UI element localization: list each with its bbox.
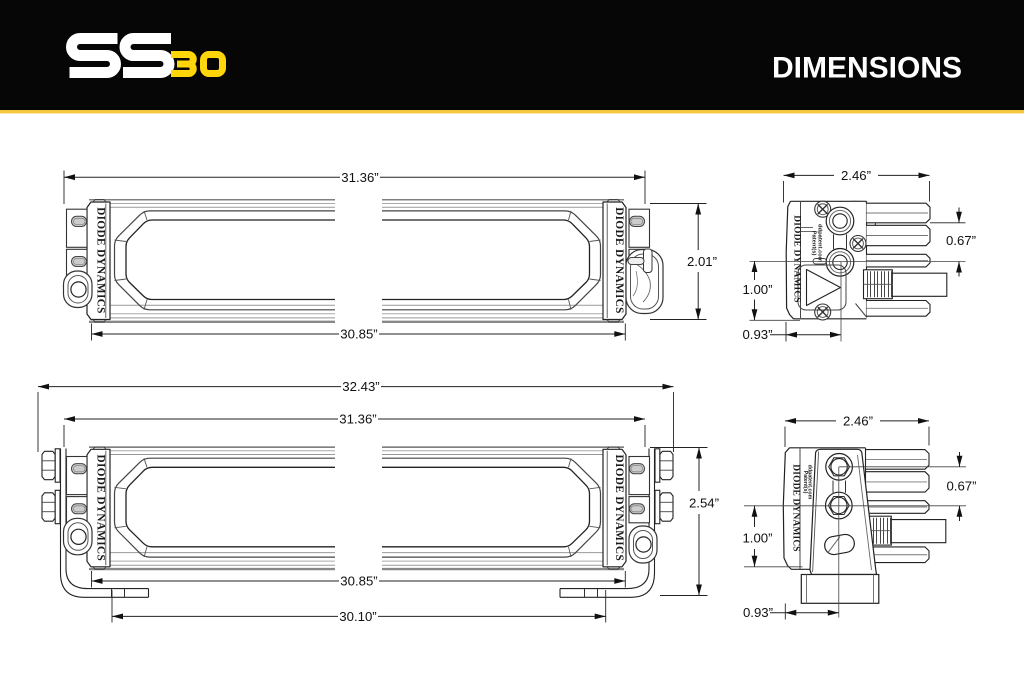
- svg-text:0.93”: 0.93”: [743, 605, 773, 620]
- svg-text:0.67”: 0.67”: [946, 233, 976, 248]
- svg-text:31.36”: 31.36”: [339, 412, 376, 427]
- svg-text:2.54”: 2.54”: [689, 496, 719, 511]
- svg-text:DIODE DYNAMICS: DIODE DYNAMICS: [613, 207, 625, 314]
- svg-text:DIODE DYNAMICS: DIODE DYNAMICS: [613, 454, 625, 561]
- svg-text:Patent(s): Patent(s): [811, 231, 817, 256]
- svg-text:0.93”: 0.93”: [742, 327, 772, 342]
- svg-text:30.10”: 30.10”: [339, 609, 376, 624]
- svg-text:31.36”: 31.36”: [341, 170, 378, 185]
- svg-text:ddpatent.com: ddpatent.com: [817, 224, 823, 262]
- svg-text:2.01”: 2.01”: [687, 254, 717, 269]
- svg-text:DIODE DYNAMICS: DIODE DYNAMICS: [792, 215, 802, 302]
- svg-text:DIODE DYNAMICS: DIODE DYNAMICS: [95, 454, 107, 561]
- svg-text:1.00”: 1.00”: [742, 282, 772, 297]
- svg-text:Patent(s): Patent(s): [802, 471, 808, 494]
- svg-text:1.00”: 1.00”: [742, 531, 772, 546]
- svg-text:2.46”: 2.46”: [843, 414, 873, 429]
- svg-text:30.85”: 30.85”: [340, 574, 377, 589]
- svg-text:0.67”: 0.67”: [946, 479, 976, 494]
- svg-text:ddpatent.com: ddpatent.com: [807, 465, 813, 500]
- svg-text:30.85”: 30.85”: [340, 327, 377, 342]
- svg-text:DIODE DYNAMICS: DIODE DYNAMICS: [791, 464, 801, 551]
- svg-text:32.43”: 32.43”: [342, 379, 379, 394]
- svg-text:2.46”: 2.46”: [841, 168, 871, 183]
- svg-text:DIMENSIONS: DIMENSIONS: [772, 52, 962, 85]
- svg-text:DIODE DYNAMICS: DIODE DYNAMICS: [95, 207, 107, 314]
